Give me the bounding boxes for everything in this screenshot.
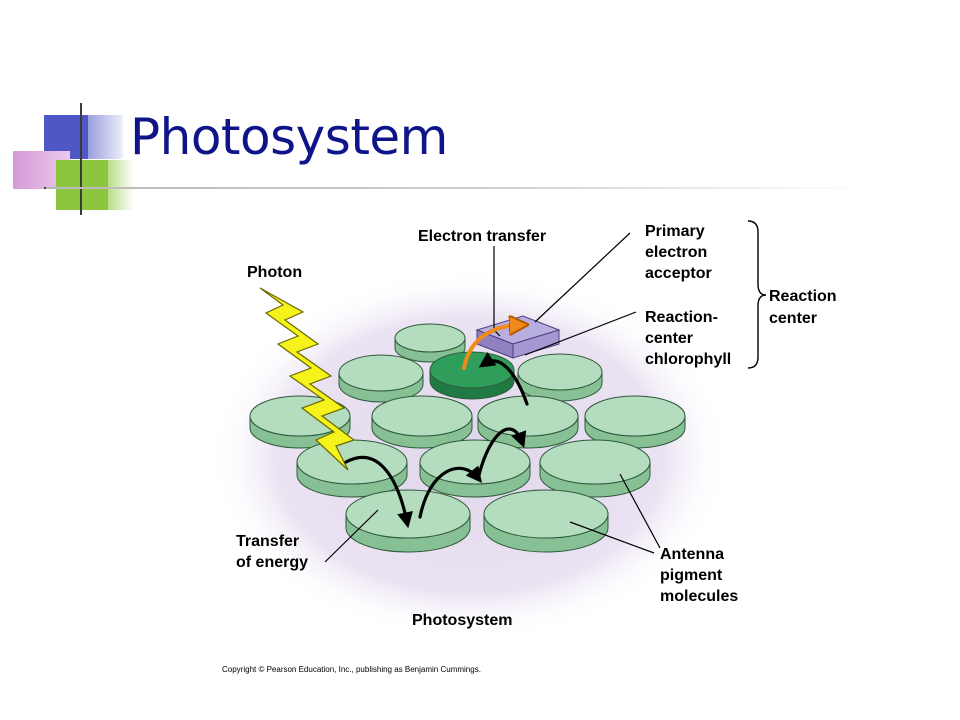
antenna-pigment-disk: [394, 323, 466, 353]
reaction-center-chlorophyll: [429, 351, 515, 389]
title-underline: [46, 187, 866, 189]
label-photon: Photon: [247, 264, 302, 281]
pointer-antenna-1: [619, 473, 661, 549]
label-reaction-chlorophyll-2: center: [645, 330, 693, 347]
antenna-pigment-disk: [345, 489, 471, 539]
deco-green-fade: [108, 160, 134, 210]
diagram-caption: Photosystem: [412, 612, 512, 629]
deco-vertical-line: [80, 103, 82, 215]
energy-arrow-2: [418, 465, 483, 519]
antenna-pigment-disk: [419, 439, 531, 485]
label-electron-transfer: Electron transfer: [418, 228, 546, 245]
antenna-pigment-disk: [539, 439, 651, 485]
antenna-disks: [249, 323, 686, 553]
label-antenna-pigment-1: Antenna: [660, 546, 724, 563]
slide-title: Photosystem: [130, 108, 448, 166]
antenna-pigment-disk: [338, 354, 424, 392]
copyright-notice: Copyright © Pearson Education, Inc., pub…: [222, 665, 481, 674]
label-reaction-chlorophyll-3: chlorophyll: [645, 351, 731, 368]
photon-bolt-icon: [259, 287, 356, 471]
label-primary-electron-acceptor-2: electron: [645, 244, 707, 261]
energy-arrow-3: [477, 427, 527, 477]
antenna-pigment-disk: [483, 489, 609, 539]
label-transfer-of-energy-1: Transfer: [236, 533, 299, 550]
label-primary-electron-acceptor-1: Primary: [645, 223, 705, 240]
deco-blue-square-light: [88, 115, 124, 159]
electron-transfer-arrow: [462, 325, 519, 370]
energy-arrow-1: [344, 455, 413, 529]
pointer-lines: [324, 232, 661, 563]
label-reaction-center-1: Reaction: [769, 288, 837, 305]
pointer-primary-acceptor: [534, 232, 631, 323]
antenna-pigment-disk: [517, 353, 603, 391]
pointer-reaction-chlorophyll: [524, 311, 637, 356]
label-transfer-of-energy-2: of energy: [236, 554, 308, 571]
label-reaction-center-2: center: [769, 310, 817, 327]
label-primary-electron-acceptor-3: acceptor: [645, 265, 712, 282]
antenna-pigment-disk: [477, 395, 579, 437]
pointer-transfer-energy: [324, 509, 379, 563]
reaction-center-bracket: [747, 220, 767, 369]
energy-arrow-4: [478, 352, 529, 406]
antenna-pigment-disk: [371, 395, 473, 437]
antenna-pigment-disk: [584, 395, 686, 437]
label-antenna-pigment-2: pigment: [660, 567, 723, 584]
label-reaction-chlorophyll-1: Reaction-: [645, 309, 718, 326]
energy-transfer-arrows: [344, 352, 529, 529]
pointer-antenna-2: [569, 521, 655, 554]
label-antenna-pigment-3: molecules: [660, 588, 738, 605]
